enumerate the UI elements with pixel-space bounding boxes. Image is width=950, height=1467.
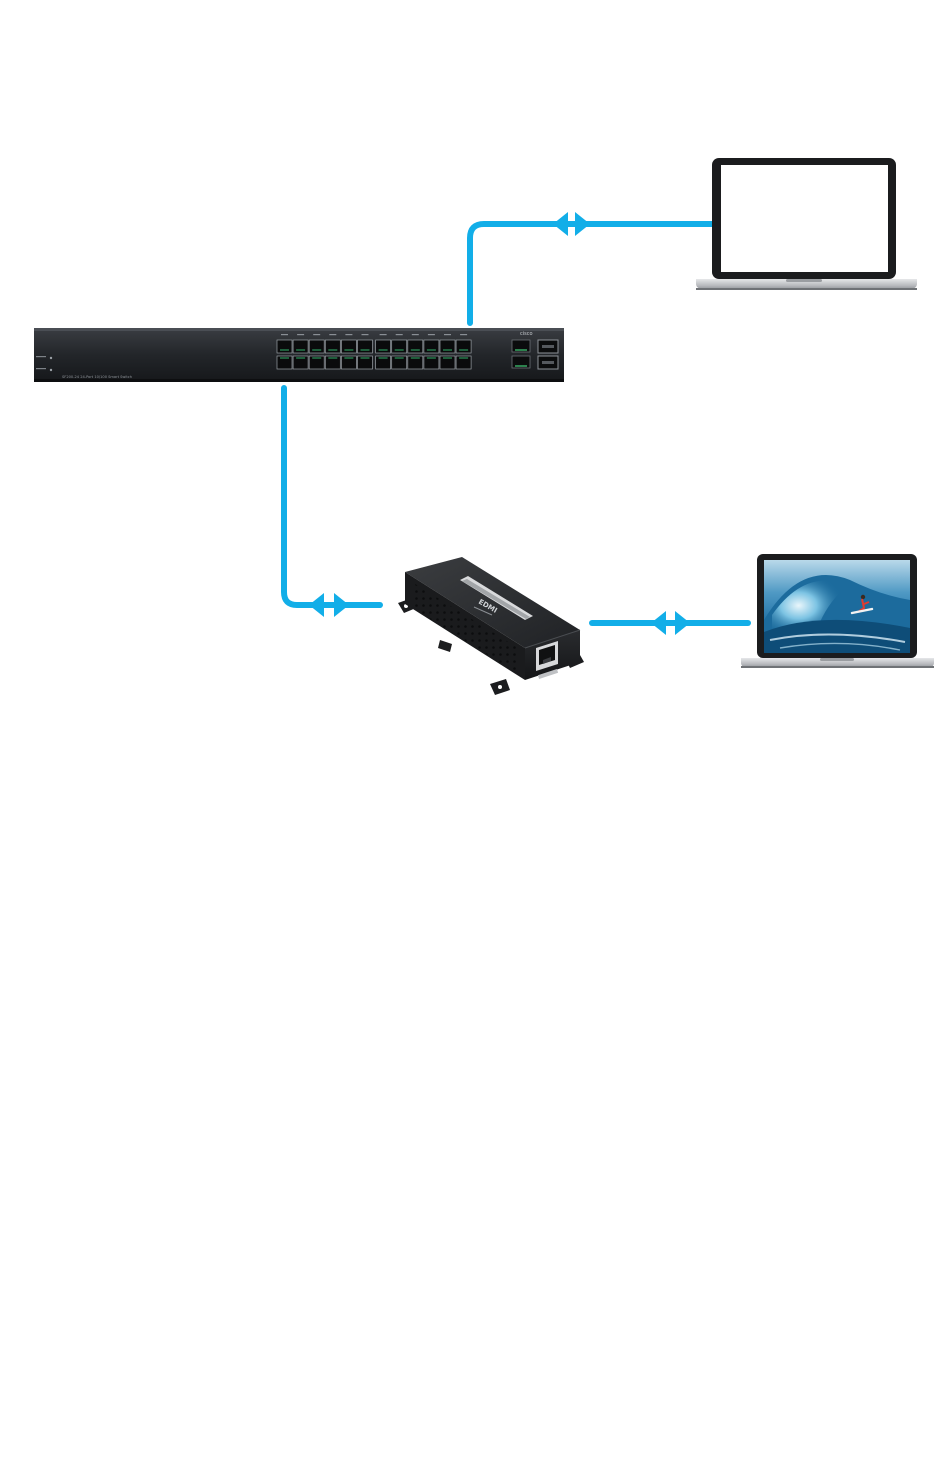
port-label-mark	[396, 334, 403, 335]
cable-converter-to-bottom-laptop	[592, 611, 748, 635]
port-led	[361, 349, 370, 351]
media-converter: EDMI	[398, 557, 584, 695]
switch-port	[424, 340, 439, 353]
port-led	[411, 349, 420, 351]
network-switch: SF200-24 24-Port 10/100 Smart Switch cis…	[34, 328, 564, 382]
port-label-mark	[345, 334, 352, 335]
port-label-mark	[362, 334, 369, 335]
port-led	[379, 357, 388, 359]
laptop-top	[696, 158, 917, 290]
port-led	[312, 357, 321, 359]
switch-port	[440, 340, 455, 353]
cable-switch-to-top-laptop	[470, 212, 716, 323]
port-label-mark	[380, 334, 387, 335]
port-led	[280, 357, 289, 359]
port-label-mark	[428, 334, 435, 335]
port-led	[344, 349, 353, 351]
port-label-mark	[297, 334, 304, 335]
port-led	[427, 357, 436, 359]
port-label-mark	[281, 334, 288, 335]
port-led	[344, 357, 353, 359]
port-label-mark	[313, 334, 320, 335]
port-led	[296, 349, 305, 351]
switch-port	[358, 340, 373, 353]
port-led	[443, 357, 452, 359]
port-label-mark	[412, 334, 419, 335]
switch-port	[309, 340, 324, 353]
laptop-screen-wallpaper	[764, 560, 910, 653]
port-label-mark	[329, 334, 336, 335]
switch-port	[325, 340, 340, 353]
switch-port	[408, 340, 423, 353]
port-led	[459, 349, 468, 351]
port-led	[280, 349, 289, 351]
switch-model-label: SF200-24 24-Port 10/100 Smart Switch	[62, 375, 132, 379]
port-led	[296, 357, 305, 359]
port-led	[411, 357, 420, 359]
port-led	[443, 349, 452, 351]
switch-port	[392, 340, 407, 353]
port-led	[395, 357, 404, 359]
laptop-screen-blank	[721, 165, 888, 272]
port-led	[328, 357, 337, 359]
port-led	[361, 357, 370, 359]
port-led	[395, 349, 404, 351]
port-led	[459, 357, 468, 359]
port-led	[379, 349, 388, 351]
switch-port	[376, 340, 391, 353]
switch-port	[277, 340, 292, 353]
switch-brand-logo: cisco	[520, 331, 533, 337]
laptop-bottom	[741, 554, 934, 668]
switch-port	[293, 340, 308, 353]
switch-port	[341, 340, 356, 353]
port-led	[328, 349, 337, 351]
port-led	[312, 349, 321, 351]
port-led	[427, 349, 436, 351]
switch-port	[456, 340, 471, 353]
port-label-mark	[460, 334, 467, 335]
cable-switch-to-converter	[284, 388, 380, 617]
port-label-mark	[444, 334, 451, 335]
